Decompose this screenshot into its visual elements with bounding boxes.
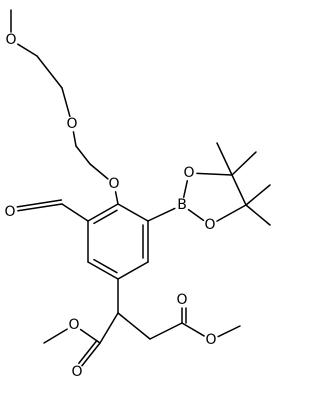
bond-R6-R1-inner (93, 209, 118, 225)
atom-label-o7: O (182, 165, 196, 181)
atom-label-o4: O (3, 204, 17, 220)
bond-R6-R1 (87, 203, 119, 222)
bond-O2-C3 (72, 131, 77, 147)
bond-R6-CHO (61, 203, 89, 222)
atom-symbol: B (177, 197, 187, 213)
bond-E2-O8 (181, 322, 205, 337)
bond-O8-MeE2 (217, 325, 241, 338)
bond-E1-O6-second (78, 339, 98, 364)
atom-label-background (107, 177, 121, 191)
atom-label-background (175, 293, 189, 307)
atom-label-o10: O (204, 332, 218, 348)
atom-symbol: O (66, 116, 77, 132)
bond-O3-R1 (114, 191, 119, 205)
atom-label-o3: O (107, 176, 121, 192)
bond-Cq1-Cq2 (231, 174, 247, 206)
atom-label-background (204, 333, 218, 347)
bond-R1-R2 (117, 203, 149, 222)
atom-label-background (182, 166, 196, 180)
bond-E1-O6 (81, 342, 101, 367)
atom-label-o6: O (70, 364, 84, 380)
bond-CH-CH2 (117, 312, 151, 340)
atom-label-background (175, 198, 189, 212)
bond-CHO-O4-second (16, 199, 63, 208)
atom-label-b1: B (175, 197, 189, 213)
atom-label-background (3, 205, 17, 219)
bond-R2-B (147, 207, 176, 222)
bond-O1-C1 (17, 43, 38, 57)
bond-C3-C4 (75, 145, 91, 165)
bond-R4-R5 (87, 261, 119, 280)
bond-CHO-O4 (17, 203, 63, 212)
atom-symbol: O (108, 176, 119, 192)
atom-symbol: O (176, 292, 187, 308)
bond-B-OB1 (182, 180, 189, 198)
bond-layer (10, 9, 271, 367)
atom-symbol: O (5, 32, 16, 48)
atom-label-o1: O (4, 32, 18, 48)
atom-symbol: O (204, 217, 215, 233)
bond-CH2-E2 (149, 322, 183, 340)
bond-R3-R4 (117, 261, 149, 280)
atom-symbol: O (205, 332, 216, 348)
bond-CH-E1 (99, 312, 119, 344)
bond-C4-O3 (89, 163, 109, 180)
bond-OB1-Cq1 (196, 172, 233, 176)
bond-Cq2-Me4 (245, 204, 271, 226)
bond-OB2-Cq2 (216, 204, 247, 222)
atom-label-background (65, 117, 79, 131)
bond-R4-R5-inner (93, 258, 118, 274)
atom-label-o2: O (65, 116, 79, 132)
bond-B-OB2 (187, 208, 205, 222)
bond-Cq1-Me2 (216, 142, 233, 176)
bond-C2-O2 (61, 87, 71, 118)
bond-C1-C2 (36, 55, 63, 89)
atom-symbol: O (183, 165, 194, 181)
atom-label-background (70, 365, 84, 379)
bond-O5-MeE1 (43, 328, 68, 344)
atom-label-o5: O (67, 317, 81, 333)
atom-symbol: O (68, 317, 79, 333)
atom-label-background (4, 33, 18, 47)
atom-label-background (67, 318, 81, 332)
atom-symbol: O (71, 364, 82, 380)
bond-Cq2-Me3 (245, 184, 271, 206)
atom-label-o8: O (203, 217, 217, 233)
bond-Cq1-Me1 (231, 151, 257, 176)
atom-label-background (203, 218, 217, 232)
atom-symbol: O (4, 204, 15, 220)
atom-label-o9: O (175, 292, 189, 308)
